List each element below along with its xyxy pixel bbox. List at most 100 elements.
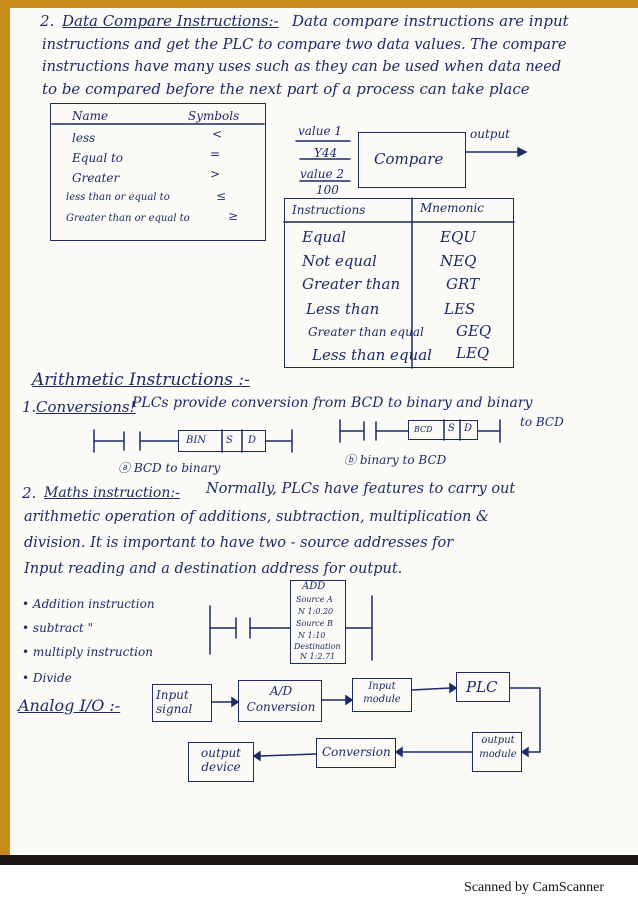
- block-label: Conversion: [322, 745, 391, 759]
- table-cell: ≥: [228, 209, 239, 223]
- add-block: [290, 580, 346, 664]
- table-cell: Greater than: [302, 275, 401, 293]
- plc-block: [456, 672, 510, 702]
- table-cell: ≤: [216, 189, 227, 203]
- list-number: 1.: [22, 398, 37, 416]
- bullet-item: • Divide: [22, 671, 72, 685]
- body-line: to BCD: [520, 415, 564, 429]
- intro-line: instructions and get the PLC to compare …: [42, 37, 567, 53]
- add-block-line: Source A: [296, 595, 333, 604]
- table-cell: less than or equal to: [66, 192, 170, 203]
- block-label: output module: [479, 735, 517, 760]
- compare-input-value: 100: [316, 183, 339, 197]
- table-cell: >: [210, 167, 221, 181]
- bullet-item: • Addition instruction: [22, 597, 155, 611]
- input-signal-block: [152, 684, 212, 722]
- table-header: Symbols: [188, 109, 240, 123]
- table-cell: =: [210, 147, 221, 161]
- conversion-block: [316, 738, 396, 768]
- bullet-item: • subtract ": [22, 621, 94, 635]
- table-cell: LES: [444, 300, 476, 318]
- list-number: 2.: [22, 484, 37, 502]
- table-cell: GRT: [446, 275, 480, 293]
- table-cell: Greater than equal: [308, 325, 424, 339]
- arrow-head: [449, 682, 458, 694]
- body-line: Input reading and a destination address …: [24, 561, 403, 577]
- section-title: Data Compare Instructions:-: [62, 12, 279, 30]
- compare-block-label: Compare: [374, 150, 444, 168]
- table-cell: Less than equal: [312, 346, 432, 364]
- block-cell: BCD: [414, 425, 433, 434]
- notebook-page: [10, 8, 638, 856]
- add-block-line: N 1:10: [298, 631, 326, 640]
- rung-caption: ⓑ binary to BCD: [344, 453, 447, 467]
- scanner-watermark: Scanned by CamScanner: [464, 880, 604, 895]
- desk-edge-left: [0, 0, 10, 860]
- table-cell: less: [72, 131, 96, 145]
- block-cell: BIN: [186, 435, 207, 446]
- arrow-head: [520, 746, 529, 758]
- table-cell: Equal: [302, 228, 346, 246]
- symbols-table: [50, 103, 266, 241]
- table-cell: Greater than or equal to: [66, 213, 190, 224]
- bullet-item: • multiply instruction: [22, 645, 153, 659]
- block-label: PLC: [466, 678, 498, 696]
- compare-output-label: output: [470, 127, 511, 141]
- block-label: output device: [200, 746, 241, 775]
- rung-caption: ⓐ BCD to binary: [118, 461, 221, 475]
- section-title: Arithmetic Instructions :-: [32, 370, 250, 390]
- body-line: division. It is important to have two - …: [24, 535, 454, 551]
- table-cell: Less than: [306, 300, 380, 318]
- block-cell: D: [464, 423, 473, 434]
- table-cell: LEQ: [456, 344, 490, 362]
- block-cell: S: [448, 423, 455, 434]
- table-cell: Not equal: [302, 252, 377, 270]
- table-cell: Equal to: [72, 151, 124, 165]
- flow-arrow: [509, 687, 541, 753]
- flow-arrow: [259, 753, 317, 757]
- compare-input-label: value 2: [300, 167, 345, 181]
- ad-conversion-block: [238, 680, 322, 722]
- arrow-head: [394, 746, 403, 758]
- table-cell: EQU: [440, 228, 476, 246]
- add-block-line: N 1:2.71: [300, 652, 336, 661]
- add-block-line: Destination: [294, 642, 341, 651]
- arrow-head: [517, 146, 528, 158]
- compare-input-label: value 1: [298, 124, 343, 138]
- add-block-line: ADD: [302, 581, 326, 592]
- block-cell: S: [226, 435, 233, 446]
- body-line: Normally, PLCs have features to carry ou…: [206, 481, 516, 497]
- table-header: Mnemonic: [420, 201, 485, 215]
- add-block-line: Source B: [296, 619, 333, 628]
- table-cell: NEQ: [440, 252, 477, 270]
- table-cell: GEQ: [456, 322, 492, 340]
- table-header: Instructions: [292, 203, 366, 217]
- subsection-title: Maths instruction:-: [44, 485, 180, 501]
- block-label: A/D Conversion: [246, 684, 316, 714]
- table-cell: Greater: [72, 171, 120, 185]
- block-label: Input module: [363, 681, 401, 705]
- intro-line: to be compared before the next part of a…: [42, 80, 530, 98]
- block-cell: D: [248, 435, 257, 446]
- input-module-block: [352, 678, 412, 712]
- mnemonic-table: [284, 198, 514, 368]
- section-number: 2.: [40, 12, 55, 30]
- body-line: PLCs provide conversion from BCD to bina…: [132, 395, 533, 411]
- compare-block: [358, 132, 466, 188]
- section-title: Analog I/O :-: [18, 696, 121, 715]
- arrow-head: [231, 696, 240, 708]
- table-cell: <: [212, 127, 223, 141]
- arrow-head: [252, 750, 261, 762]
- flow-arrow: [411, 687, 451, 691]
- table-header: Name: [72, 109, 109, 123]
- arrow-head: [345, 694, 354, 706]
- compare-input-value: Y44: [314, 146, 338, 160]
- add-block-line: N 1:0.20: [298, 607, 334, 616]
- subsection-title: Conversions!: [36, 398, 136, 416]
- block-label: Input signal: [156, 688, 193, 717]
- desk-edge-bottom: [0, 855, 638, 865]
- body-line: arithmetic operation of additions, subtr…: [24, 509, 489, 525]
- intro-line: Data compare instructions are input: [292, 12, 569, 30]
- bcd-block: [408, 420, 478, 440]
